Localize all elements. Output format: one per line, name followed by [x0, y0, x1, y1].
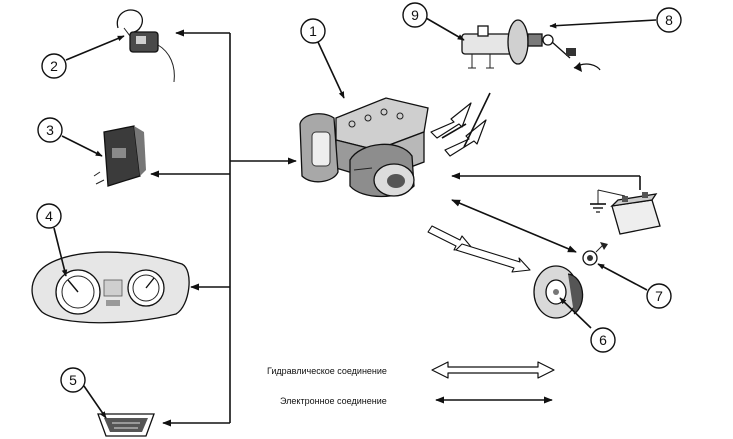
- callout-6: 6: [590, 327, 616, 353]
- master-cylinder-icon: [461, 19, 601, 72]
- callout-7: 7: [646, 283, 672, 309]
- ignition-switch-icon: [116, 9, 175, 83]
- callout-leaders: [53, 17, 657, 419]
- brake-disc-icon: [533, 265, 584, 319]
- legend-hydraulic-arrow: [431, 361, 555, 379]
- diagnostic-connector-icon: [97, 413, 155, 437]
- instrument-cluster-icon: [31, 251, 190, 324]
- callout-9: 9: [402, 2, 428, 28]
- abs-module-icon: [299, 97, 429, 198]
- callout-5: 5: [60, 367, 86, 393]
- hydraulic-link-brake-disc: [427, 225, 531, 273]
- relay-block-icon: [93, 125, 146, 187]
- callout-3: 3: [37, 117, 63, 143]
- callout-2: 2: [41, 53, 67, 79]
- electronic-link-battery: [451, 172, 641, 190]
- callout-7-label: 7: [655, 288, 663, 304]
- callout-5-label: 5: [69, 372, 77, 388]
- hydraulic-link-master-cylinder: [430, 92, 491, 157]
- callout-2-label: 2: [50, 58, 58, 74]
- callout-6-label: 6: [599, 332, 607, 348]
- callout-9-label: 9: [411, 7, 419, 23]
- callout-8: 8: [656, 7, 682, 33]
- legend-electronic-label: Электронное соединение: [280, 396, 387, 406]
- callout-4: 4: [36, 203, 62, 229]
- electronic-link-wheel-sensor: [451, 199, 577, 253]
- callout-1: 1: [300, 18, 326, 44]
- electronic-bus: [150, 29, 297, 427]
- wheel-sensor-icon: [582, 242, 608, 266]
- battery-icon: [590, 189, 661, 235]
- legend: Гидравлическое соединение Электронное со…: [267, 361, 555, 406]
- callout-3-label: 3: [46, 122, 54, 138]
- callout-1-label: 1: [309, 23, 317, 39]
- callout-8-label: 8: [665, 12, 673, 28]
- legend-hydraulic-label: Гидравлическое соединение: [267, 366, 387, 376]
- callout-4-label: 4: [45, 208, 53, 224]
